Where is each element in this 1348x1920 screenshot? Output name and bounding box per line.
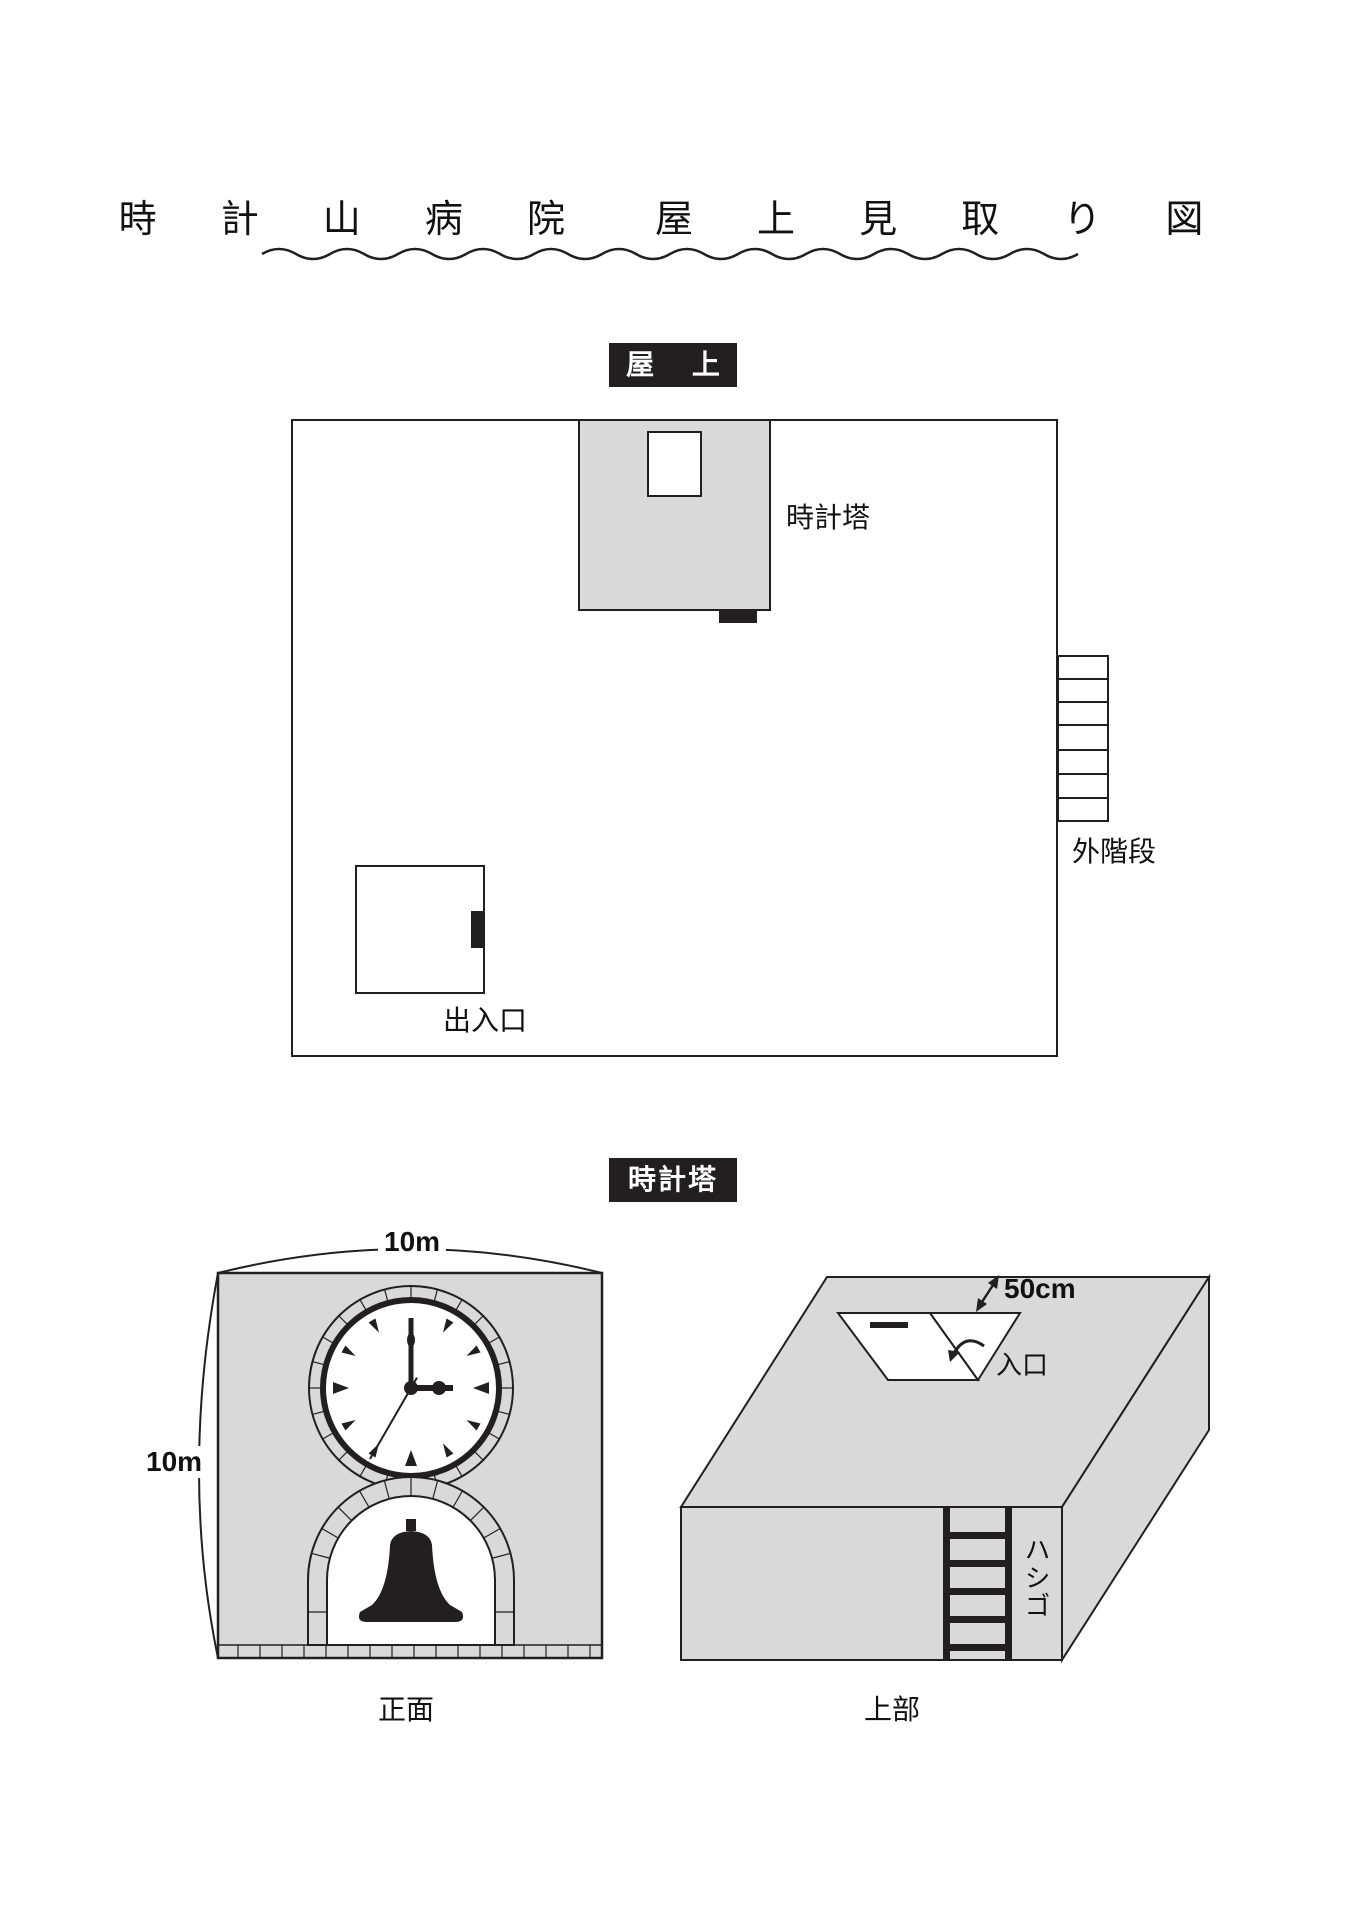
front-width-dimension: 10m: [378, 1226, 447, 1258]
clock-tower-label: 時計塔: [786, 501, 871, 534]
page-title: 時 計 山 病 院 屋 上 見 取 り 図: [118, 197, 1230, 241]
clock-ticks: [333, 1318, 489, 1466]
title-wavy-underline: [261, 247, 1079, 261]
tower-door-marker: [719, 610, 757, 623]
bell-icon: [358, 1519, 464, 1622]
entrance-door-marker: [471, 911, 484, 948]
entrance-label: 出入口: [443, 1004, 528, 1037]
ladder-icon: [943, 1507, 1012, 1660]
section-badge-clock-tower: 時計塔: [609, 1158, 737, 1202]
hatch-entrance-label: 入口: [996, 1351, 1049, 1381]
exterior-stairs-label: 外階段: [1072, 835, 1157, 868]
entrance-box: [355, 865, 485, 994]
front-view-caption: 正面: [378, 1693, 435, 1726]
top-view-caption: 上部: [864, 1693, 921, 1726]
exterior-stairs: [1057, 655, 1109, 822]
tower-top-view: [679, 1273, 1211, 1664]
ladder-label: ハシゴ: [1020, 1536, 1050, 1620]
tower-window: [647, 431, 702, 497]
hatch-distance-dimension: 50cm: [1004, 1273, 1076, 1304]
front-height-dimension: 10m: [146, 1446, 203, 1478]
tower-front-view: [198, 1248, 604, 1660]
section-badge-roof: 屋 上: [609, 343, 737, 387]
